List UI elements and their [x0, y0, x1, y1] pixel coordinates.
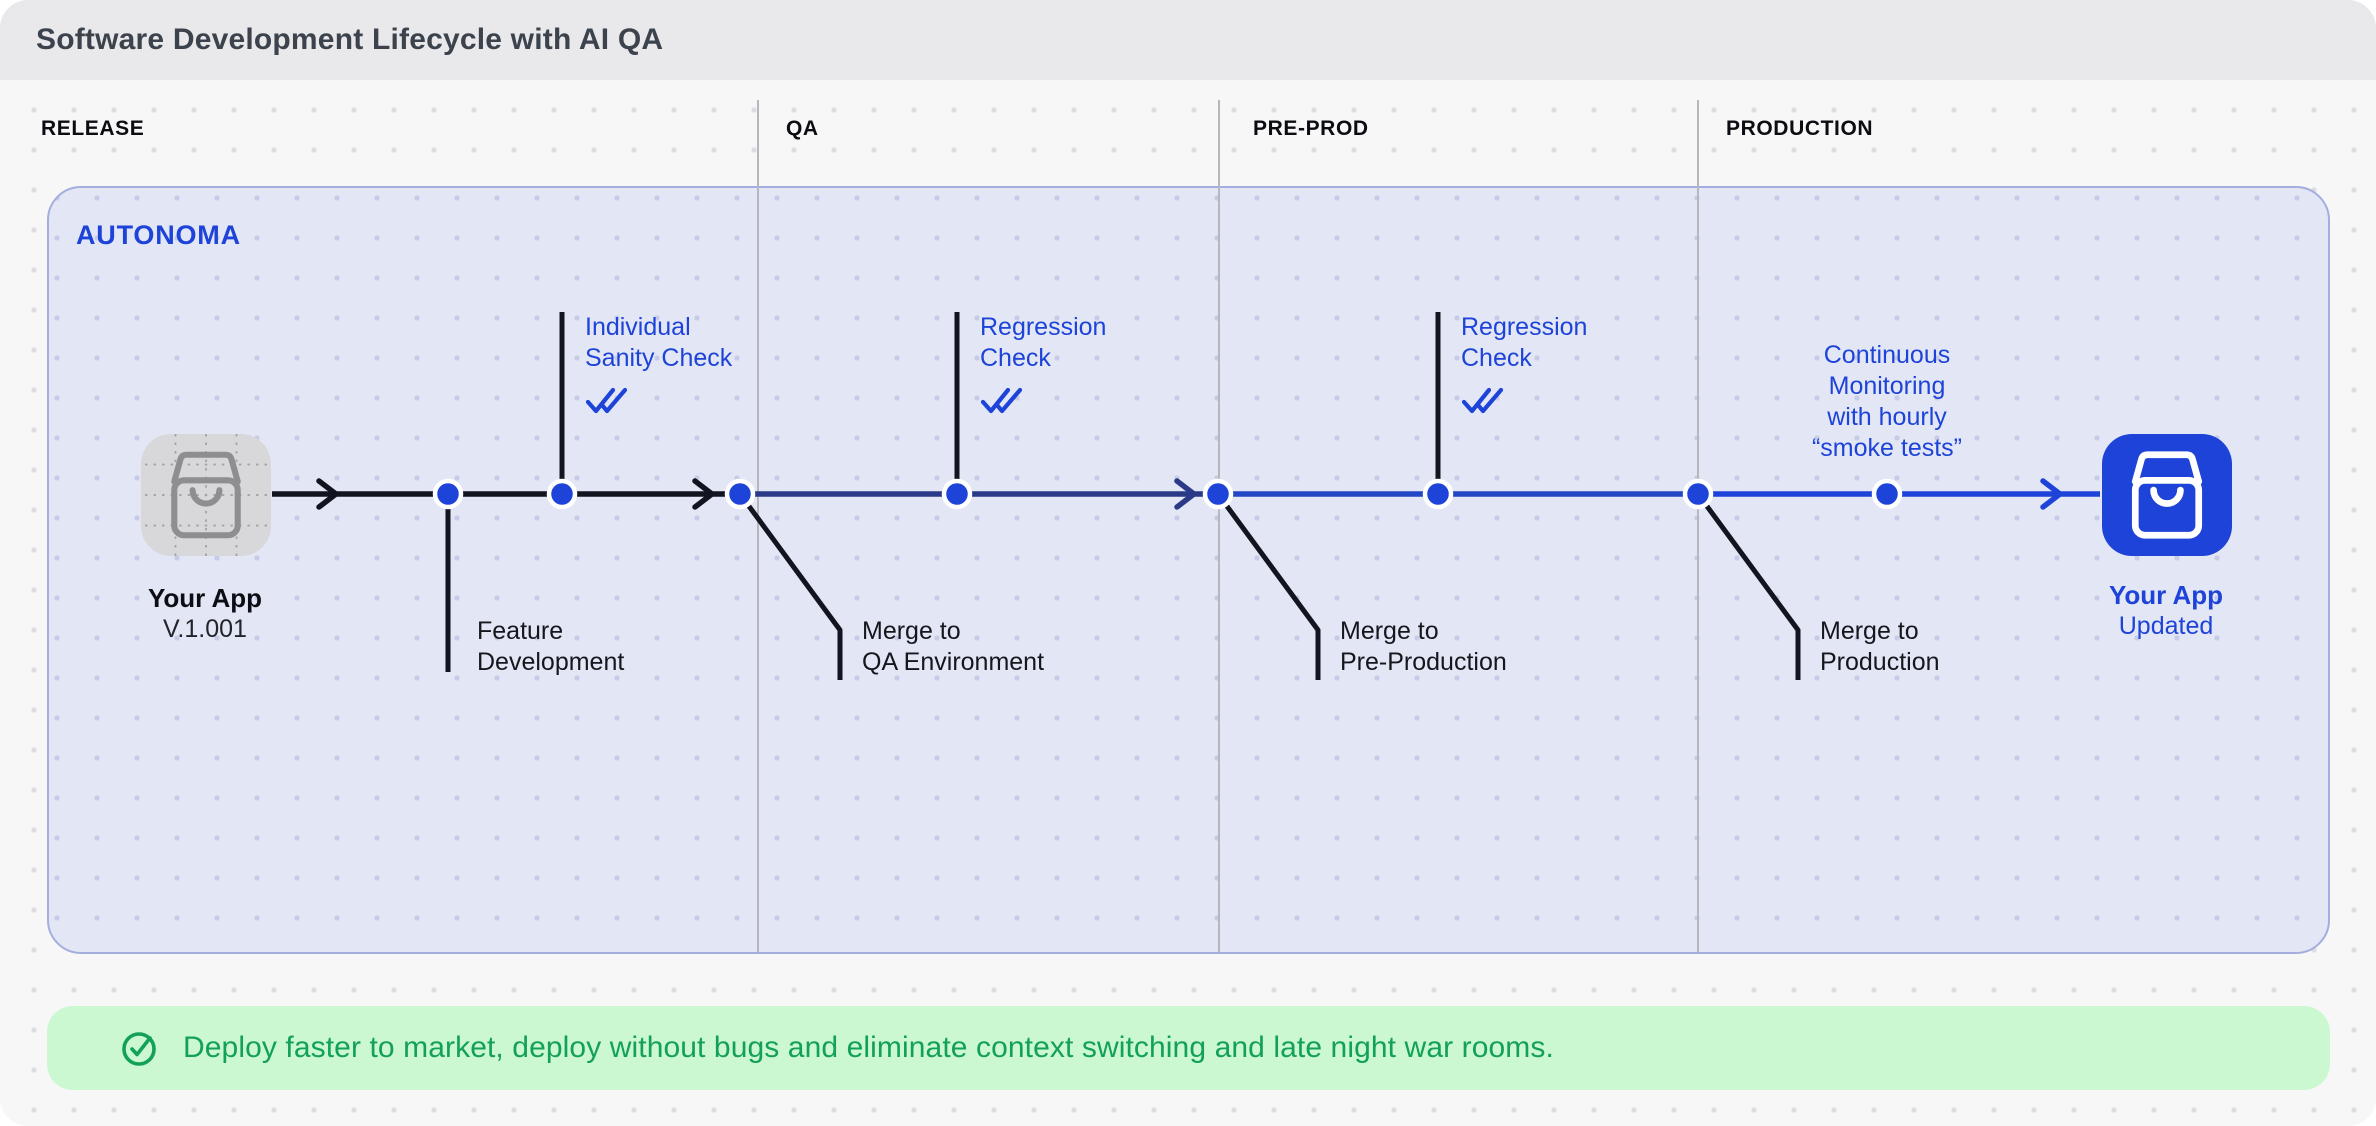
event-label-line: “smoke tests”	[1811, 434, 1963, 462]
event-label-below: Merge to QA Environment	[862, 616, 1044, 678]
autonoma-panel	[47, 186, 2330, 954]
event-label-line: Pre-Production	[1340, 648, 1507, 676]
event-label-line: Merge to	[862, 617, 961, 645]
event-label-line: Merge to	[1340, 617, 1439, 645]
app-store-bag-icon	[145, 434, 267, 556]
timeline-node-dot	[1422, 478, 1454, 510]
banner-text: Deploy faster to market, deploy without …	[183, 1031, 1554, 1064]
event-label-below: Merge to Pre-Production	[1340, 616, 1507, 678]
stage-label-release: RELEASE	[41, 117, 145, 140]
app-name: Your App	[2108, 580, 2224, 610]
arrowhead-icon	[1174, 478, 1197, 510]
stage-divider	[757, 100, 759, 952]
arrowhead-icon	[692, 478, 715, 510]
timeline-node-dot	[724, 478, 756, 510]
your-app-v1-caption: Your App V.1.001	[55, 583, 355, 645]
double-check-icon	[585, 387, 628, 414]
stage-divider	[1218, 100, 1220, 952]
arrowhead-icon	[316, 478, 339, 510]
double-check-icon	[1461, 387, 1504, 414]
your-app-updated-icon	[2102, 434, 2232, 556]
event-label-line: Regression	[1461, 313, 1588, 341]
timeline-node-dot	[432, 478, 464, 510]
branch-line-angled	[1215, 492, 1321, 680]
timeline-node-dot	[1682, 478, 1714, 510]
stage-divider	[1697, 100, 1699, 952]
branch-line-angled	[1695, 492, 1801, 680]
stage-label-pre-prod: PRE-PROD	[1253, 117, 1369, 140]
event-label-below: Merge to Production	[1820, 616, 1940, 678]
title-bar: Software Development Lifecycle with AI Q…	[0, 0, 2376, 80]
event-label-line: Production	[1820, 648, 1940, 676]
stage-label-qa: QA	[786, 117, 819, 140]
autonoma-label: AUTONOMA	[76, 220, 241, 250]
check-circle-icon	[122, 1032, 156, 1066]
your-app-v1-icon	[141, 434, 271, 556]
timeline-node-dot	[1871, 478, 1903, 510]
timeline-node-dot	[941, 478, 973, 510]
event-label-line: Check	[1461, 344, 1532, 372]
event-label-line: with hourly	[1827, 403, 1947, 431]
arrowhead-icon	[2040, 478, 2063, 510]
benefit-banner: Deploy faster to market, deploy without …	[47, 1006, 2330, 1090]
page-title: Software Development Lifecycle with AI Q…	[36, 23, 664, 56]
branch-line-angled	[737, 492, 843, 680]
app-store-bag-icon	[2131, 451, 2203, 539]
app-status: Updated	[2118, 612, 2214, 640]
your-app-updated-caption: Your App Updated	[2016, 580, 2316, 642]
app-name: Your App	[147, 583, 263, 613]
event-label-line: QA Environment	[862, 648, 1045, 676]
event-label-line: Continuous	[1823, 341, 1951, 369]
timeline-node-dot	[546, 478, 578, 510]
app-version: V.1.001	[163, 615, 247, 643]
timeline-node-dot	[1202, 478, 1234, 510]
event-label-line: Feature	[477, 617, 564, 645]
double-check-icon	[980, 387, 1023, 414]
event-label-line: Merge to	[1820, 617, 1919, 645]
event-label-line: Regression	[980, 313, 1107, 341]
stage-label-production: PRODUCTION	[1726, 117, 1874, 140]
event-label-line: Sanity Check	[585, 344, 733, 372]
event-label-line: Check	[980, 344, 1051, 372]
event-label-line: Monitoring	[1828, 372, 1946, 400]
event-label-line: Development	[477, 648, 625, 676]
event-label-line: Individual	[585, 313, 691, 341]
